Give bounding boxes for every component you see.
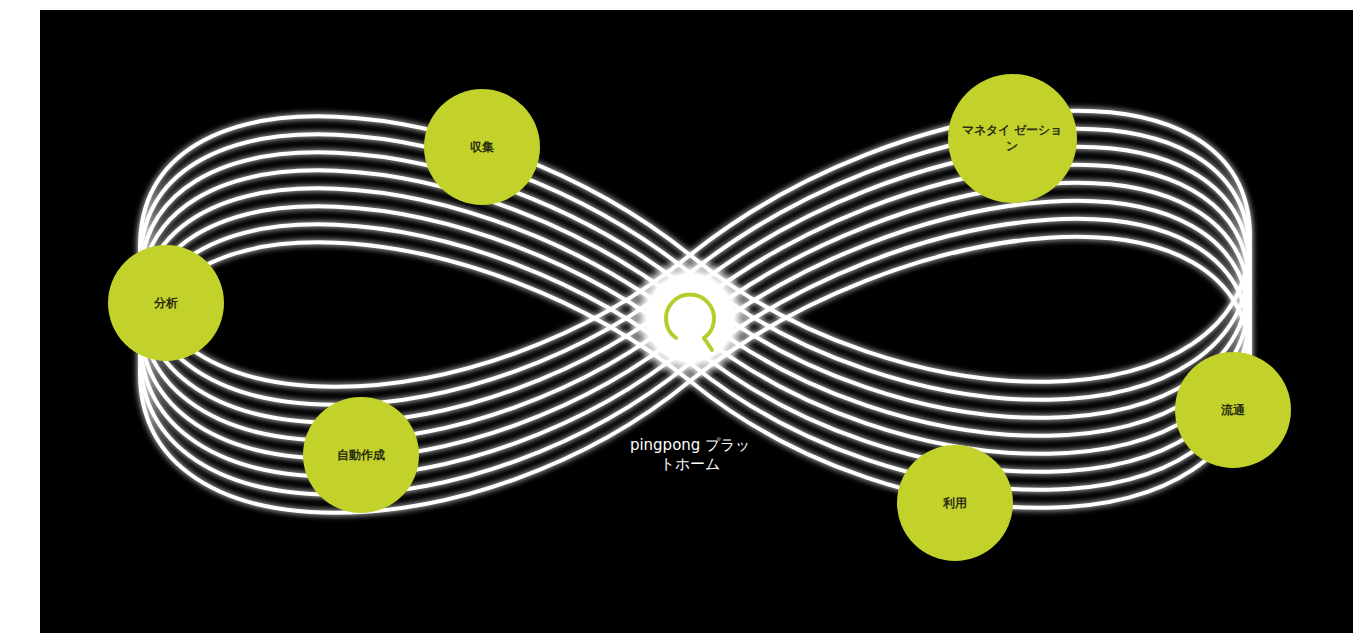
step-text: マネタイ ゼーション xyxy=(948,122,1077,154)
step-text: 収集 xyxy=(456,139,508,155)
step-text: 利用 xyxy=(929,495,981,511)
platform-label: pingpong プラットホーム xyxy=(625,436,755,475)
step-circle: 利用 xyxy=(897,445,1013,561)
step-circle: 流通 xyxy=(1175,352,1291,468)
logo-mark xyxy=(666,295,714,350)
hub-circle xyxy=(628,256,752,380)
step-circle: 分析 xyxy=(108,245,224,361)
step-circle: 収集 xyxy=(424,89,540,205)
step-text: 分析 xyxy=(140,295,192,311)
step-circle: マネタイ ゼーション xyxy=(948,74,1077,203)
step-text: 自動作成 xyxy=(323,447,399,463)
step-text: 流通 xyxy=(1207,402,1259,418)
step-circle: 自動作成 xyxy=(303,397,419,513)
loop-lines xyxy=(140,111,1250,513)
